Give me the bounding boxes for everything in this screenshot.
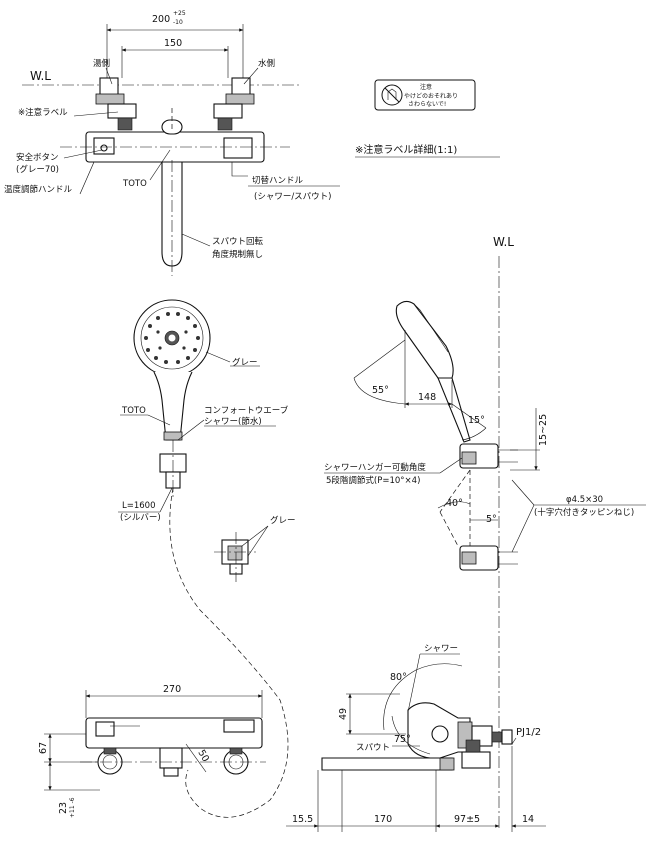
top-front-view: 200 +25 -10 150 W.L 湯側 水側 ※注意ラベル xyxy=(4,10,340,276)
spray-holes xyxy=(144,312,200,364)
label-line1: やけどのおそれあり xyxy=(404,92,458,100)
angle-15: 15° xyxy=(468,415,485,426)
spout-rotation-line1: スパウト回転 xyxy=(212,237,264,247)
hose-length: L=1600 xyxy=(122,501,156,511)
shower-grey-label: グレー xyxy=(232,357,258,368)
cold-side-label: 水側 xyxy=(258,58,275,69)
spout-rotation-line2: 角度規制無し xyxy=(212,249,263,260)
caution-label-note: ※注意ラベル xyxy=(18,107,68,118)
angle-55: 55° xyxy=(372,385,389,396)
angle-40: 40° xyxy=(446,498,463,509)
switch-handle-label: 切替ハンドル xyxy=(252,175,304,186)
dim-67: 67 xyxy=(38,742,49,754)
dim-overall-tol-lower: -10 xyxy=(173,19,183,26)
brand-logo-front: TOTO xyxy=(122,179,147,189)
caution-label-detail: 注意 やけどのおそれあり さわらないで! ※注意ラベル詳細(1:1) xyxy=(355,79,500,158)
dim-23: 23 xyxy=(58,802,69,814)
dim-97: 97±5 xyxy=(454,814,480,825)
safety-button-label: 安全ボタン xyxy=(16,152,59,163)
shower-head-view: グレー TOTO コンフォートウエーブ シャワー(節水) L=1600 (シルバ… xyxy=(118,299,296,818)
caution-detail-title: ※注意ラベル詳細(1:1) xyxy=(355,143,457,156)
brand-logo-shower: TOTO xyxy=(121,406,146,416)
angle-5: 5° xyxy=(486,514,497,525)
wl-label-front: W.L xyxy=(30,69,51,83)
dim-overall-width: 200 xyxy=(152,14,170,25)
dim-49: 49 xyxy=(338,708,349,720)
screw-spec: φ4.5×30 xyxy=(566,495,603,505)
hanger-detail: 5段階調節式(P=10°×4) xyxy=(326,475,420,486)
dim-170: 170 xyxy=(374,814,392,825)
side-view: W.L 55° 148 15° 15~25 シャワーハンガー可動角度 5段階調節… xyxy=(286,235,646,832)
label-heading: 注意 xyxy=(420,83,432,91)
dim-15-5: 15.5 xyxy=(292,814,313,825)
hose-color: (シルバー) xyxy=(120,513,161,523)
spout-label-side: スパウト xyxy=(356,743,390,753)
angle-75: 75° xyxy=(394,734,411,745)
hanger-title: シャワーハンガー可動角度 xyxy=(324,462,426,473)
angle-80: 80° xyxy=(390,672,407,683)
dim-50: 50 xyxy=(195,748,211,764)
temp-handle-label: 温度調節ハンドル xyxy=(4,184,73,195)
switch-handle-detail: (シャワー/スパウト) xyxy=(254,192,332,202)
hanger-grey-label: グレー xyxy=(270,515,296,526)
pipe-thread-label: PJ1/2 xyxy=(516,727,541,738)
dim-overall-tol-upper: +25 xyxy=(173,10,186,17)
screw-detail: (十字穴付きタッピンねじ) xyxy=(534,507,634,518)
bottom-front-view: 270 67 23 +11 -6 50 xyxy=(38,684,266,818)
dim-14: 14 xyxy=(522,814,534,825)
dim-pitch: 150 xyxy=(164,38,182,49)
product-name: コンフォートウエーブ xyxy=(204,405,289,416)
label-line2: さわらないで! xyxy=(408,101,446,108)
dim-15-25: 15~25 xyxy=(538,414,549,446)
safety-button-color: (グレー70) xyxy=(16,164,59,175)
hot-side-label: 湯側 xyxy=(93,58,110,69)
wl-label-side: W.L xyxy=(493,235,514,249)
dim-23-tol: +11 -6 xyxy=(69,797,76,818)
dim-270: 270 xyxy=(163,684,181,695)
product-detail: シャワー(節水) xyxy=(204,416,262,427)
shower-label-side: シャワー xyxy=(424,644,458,654)
dim-148: 148 xyxy=(418,392,436,403)
